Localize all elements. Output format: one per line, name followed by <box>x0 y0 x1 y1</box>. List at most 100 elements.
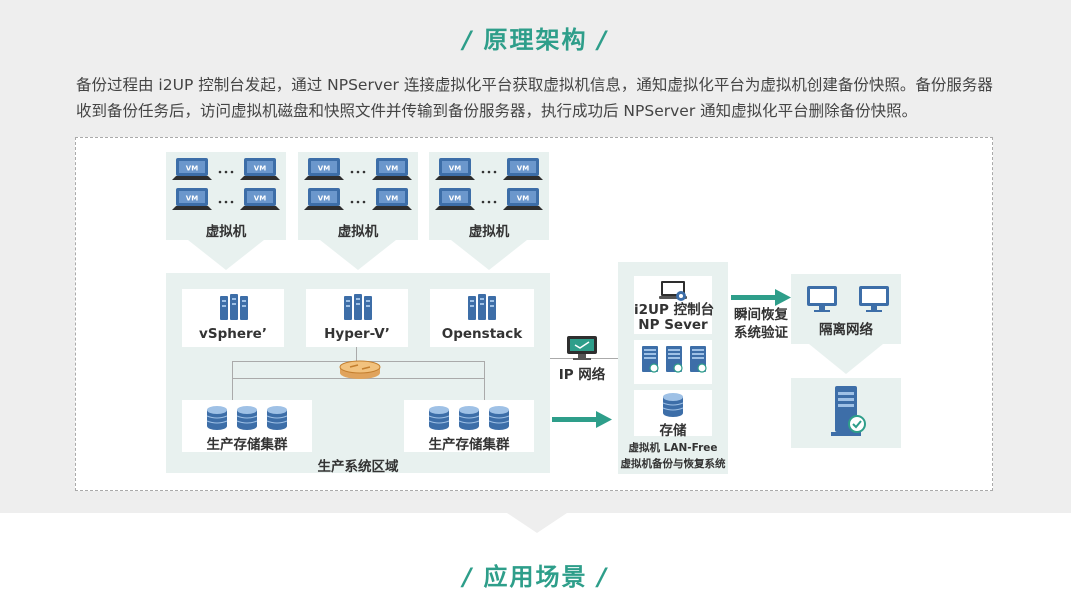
backup-flow-arrow <box>552 411 612 428</box>
ellipsis-dot <box>362 170 366 174</box>
ellipsis-dot <box>487 200 491 204</box>
console-card: i2UP 控制台 NP Sever <box>634 276 715 334</box>
vm-laptop-icon: VM <box>435 158 475 180</box>
platform-vsphere-label: vSphere’ <box>199 326 267 342</box>
network-switch-icon <box>339 360 381 379</box>
backup-servers-card <box>634 340 712 384</box>
backup-server-icon <box>666 346 683 373</box>
storage-cluster-2: 生产存储集群 <box>404 400 534 453</box>
ellipsis-dot <box>487 170 491 174</box>
ip-network-label: IP 网络 <box>558 367 606 383</box>
vm-laptop-icon: VM <box>503 158 543 180</box>
database-icon <box>458 406 480 430</box>
vm-group-1: VM VM VM VM 虚拟机 <box>166 152 286 240</box>
section-divider-caret <box>507 513 567 533</box>
heading-slash-right: / <box>597 563 609 591</box>
backup-system-footer-line1: 虚拟机 LAN-Free <box>628 442 718 454</box>
backup-server-icons <box>642 346 707 373</box>
ellipsis-dot <box>362 200 366 204</box>
architecture-diagram: VM VM VM VM 虚拟机 VM VM VM VM 虚拟机 VM VM VM VM 虚拟机 v… <box>75 137 993 491</box>
platform-openstack-label: Openstack <box>441 326 523 342</box>
production-zone-label: 生产系统区域 <box>317 459 399 475</box>
ellipsis-dot <box>356 170 360 174</box>
vm-laptop-icon: VM <box>172 188 212 210</box>
vm-badge: VM <box>386 165 398 173</box>
ellipsis-dot <box>230 200 234 204</box>
isolated-network: 隔离网络 <box>791 274 901 344</box>
ellipsis-dot <box>356 200 360 204</box>
vm-badge: VM <box>449 195 461 203</box>
storage-label: 存储 <box>659 423 687 439</box>
vm-icons-2: VM VM VM VM <box>304 158 412 210</box>
vm-laptop-icon: VM <box>240 188 280 210</box>
connector-line <box>232 378 233 400</box>
ellipsis-dot <box>493 170 497 174</box>
console-label-line2: NP Sever <box>638 317 708 333</box>
backup-system: i2UP 控制台 NP Sever 存储 虚拟机 LAN-Free 虚拟机备份与… <box>618 262 728 474</box>
vm-laptop-icon: VM <box>372 188 412 210</box>
heading-slash-right: / <box>597 26 609 54</box>
architecture-description: 备份过程由 i2UP 控制台发起，通过 NPServer 连接虚拟化平台获取虚拟… <box>76 76 993 120</box>
platform-openstack: Openstack <box>430 289 534 347</box>
server-rack-icon <box>220 294 248 320</box>
database-icons <box>428 406 510 430</box>
vm-to-platform-funnels <box>188 240 527 270</box>
next-section-title: 应用场景 <box>483 563 588 591</box>
ellipsis-dot <box>218 200 222 204</box>
vm-group-1-label: 虚拟机 <box>205 224 247 240</box>
restore-label-line2: 系统验证 <box>734 325 788 341</box>
restore-label-line1: 瞬间恢复 <box>734 307 788 323</box>
backup-server-icon <box>642 346 659 373</box>
ellipsis-dot <box>350 200 354 204</box>
vm-group-2-label: 虚拟机 <box>337 224 379 240</box>
vm-badge: VM <box>449 165 461 173</box>
verified-server-panel <box>791 378 901 448</box>
ellipsis-dot <box>481 170 485 174</box>
database-icons <box>206 406 288 430</box>
vm-laptop-icon: VM <box>435 188 475 210</box>
isolated-monitors-icon <box>807 286 889 312</box>
database-icon <box>266 406 288 430</box>
platform-hyperv-label: Hyper-V’ <box>324 326 390 342</box>
server-rack-icon <box>468 294 496 320</box>
ellipsis-dot <box>218 170 222 174</box>
backup-system-footer-line2: 虚拟机备份与恢复系统 <box>620 458 726 470</box>
server-rack-icon <box>344 294 372 320</box>
restore-flow-arrow <box>731 289 791 306</box>
vm-group-3-label: 虚拟机 <box>468 224 510 240</box>
vm-icons-3: VM VM VM VM <box>435 158 543 210</box>
heading-slash-left: / <box>462 26 474 54</box>
platform-hyperv: Hyper-V’ <box>306 289 408 347</box>
vm-laptop-icon: VM <box>304 158 344 180</box>
connector-line <box>356 347 357 361</box>
vm-badge: VM <box>517 195 529 203</box>
monitor-icon <box>567 336 597 360</box>
connector-line <box>484 378 485 400</box>
backup-server-icon <box>690 346 707 373</box>
ellipsis-dot <box>224 200 228 204</box>
vm-badge: VM <box>318 195 330 203</box>
console-label-line1: i2UP 控制台 <box>634 302 715 318</box>
storage-cluster-1-label: 生产存储集群 <box>206 437 288 453</box>
vm-badge: VM <box>254 165 266 173</box>
section-title: 原理架构 <box>483 26 588 54</box>
vm-badge: VM <box>386 195 398 203</box>
database-icon <box>488 406 510 430</box>
database-icon <box>662 393 684 417</box>
vm-laptop-icon: VM <box>372 158 412 180</box>
ellipsis-dot <box>230 170 234 174</box>
ellipsis-dot <box>493 200 497 204</box>
vm-badge: VM <box>186 195 198 203</box>
vm-badge: VM <box>517 165 529 173</box>
vm-laptop-icon: VM <box>240 158 280 180</box>
storage-cluster-2-label: 生产存储集群 <box>428 437 510 453</box>
vm-badge: VM <box>318 165 330 173</box>
storage-cluster-1: 生产存储集群 <box>182 400 312 453</box>
next-section-heading: / 应用场景 / <box>0 557 1071 592</box>
heading-slash-left: / <box>462 563 474 591</box>
vm-badge: VM <box>186 165 198 173</box>
database-icon <box>428 406 450 430</box>
database-icon <box>206 406 228 430</box>
verified-server-icon <box>831 386 866 436</box>
production-zone: vSphere’ Hyper-V’ Openstack <box>166 273 618 475</box>
